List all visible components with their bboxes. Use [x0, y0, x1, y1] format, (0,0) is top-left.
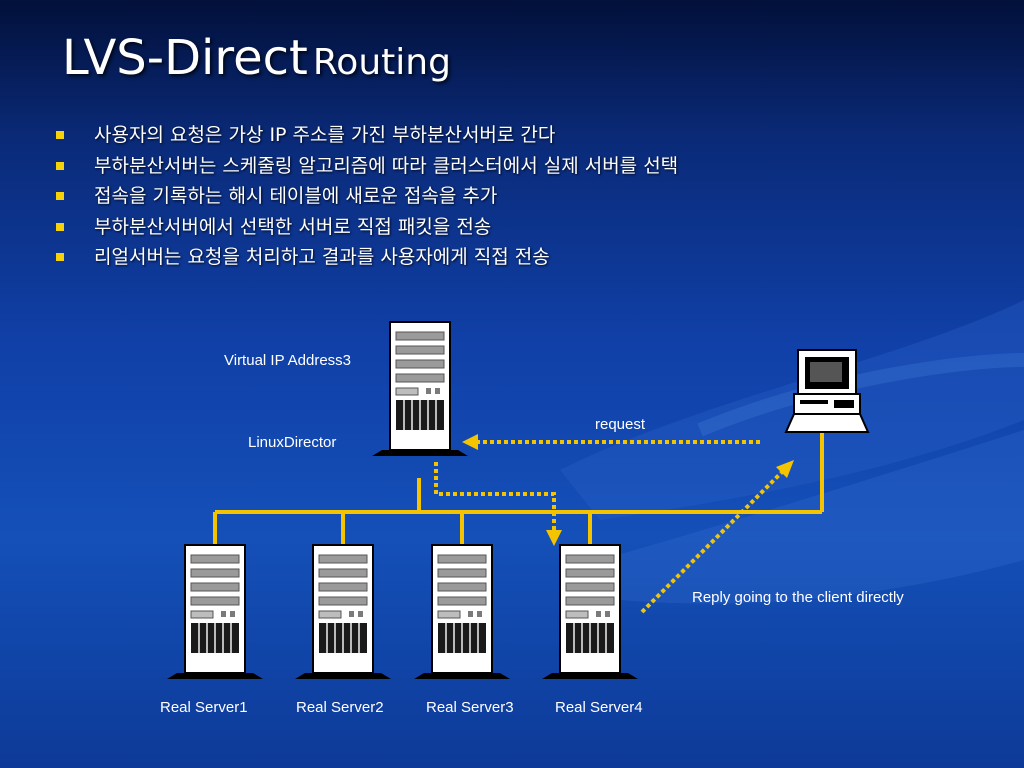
bullet-text: 부하분산서버에서 선택한 서버로 직접 패킷을 전송: [94, 215, 492, 238]
director-label: LinuxDirector: [248, 434, 337, 451]
bullet-square-icon: [56, 161, 64, 170]
bullet-text: 부하분산서버는 스케줄링 알고리즘에 따라 클러스터에서 실제 서버를 선택: [94, 154, 679, 177]
request-arrow: [462, 434, 760, 450]
bullet-square-icon: [56, 253, 64, 261]
real-server-2-label: Real Server2: [296, 699, 384, 716]
bullet-item: 접속을 기록하는 해시 테이블에 새로운 접속을 추가: [56, 181, 678, 212]
bullet-item: 부하분산서버에서 선택한 서버로 직접 패킷을 전송: [56, 212, 678, 243]
real-server-4-icon: [541, 544, 639, 680]
bullet-text: 리얼서버는 요청을 처리하고 결과를 사용자에게 직접 전송: [94, 246, 550, 268]
reply-label: Reply going to the client directly: [692, 589, 904, 606]
bullet-item: 리얼서버는 요청을 처리하고 결과를 사용자에게 직접 전송: [56, 242, 678, 273]
bullet-item: 부하분산서버는 스케줄링 알고리즘에 따라 클러스터에서 실제 서버를 선택: [56, 151, 678, 182]
reply-arrow: [640, 460, 794, 614]
director-server-icon: [371, 321, 469, 457]
real-server-3-label: Real Server3: [426, 699, 514, 716]
bullet-item: 사용자의 요청은 가상 IP 주소를 가진 부하분산서버로 간다: [56, 120, 678, 151]
bullet-text: 사용자의 요청은 가상 IP 주소를 가진 부하분산서버로 간다: [94, 124, 556, 146]
real-server-1-label: Real Server1: [160, 699, 248, 716]
real-server-2-icon: [294, 544, 392, 680]
director-vip-label: Virtual IP Address3: [224, 352, 352, 369]
title-main: LVS-Direct: [62, 30, 308, 86]
bullet-text: 접속을 기록하는 해시 테이블에 새로운 접속을 추가: [94, 185, 498, 207]
real-server-4-label: Real Server4: [555, 699, 643, 716]
forward-arrow: [434, 462, 562, 546]
bullet-square-icon: [56, 222, 64, 231]
bullet-list: 사용자의 요청은 가상 IP 주소를 가진 부하분산서버로 간다 부하분산서버는…: [56, 120, 678, 273]
real-server-3-icon: [413, 544, 511, 680]
request-label: request: [595, 416, 646, 433]
bullet-square-icon: [56, 131, 64, 139]
bullet-square-icon: [56, 192, 64, 200]
client-computer-icon: [784, 349, 870, 433]
network-bus: [213, 432, 824, 545]
slide-title: LVS-Direct Routing: [62, 30, 451, 86]
real-server-1-icon: [166, 544, 264, 680]
title-sub: Routing: [312, 42, 451, 83]
